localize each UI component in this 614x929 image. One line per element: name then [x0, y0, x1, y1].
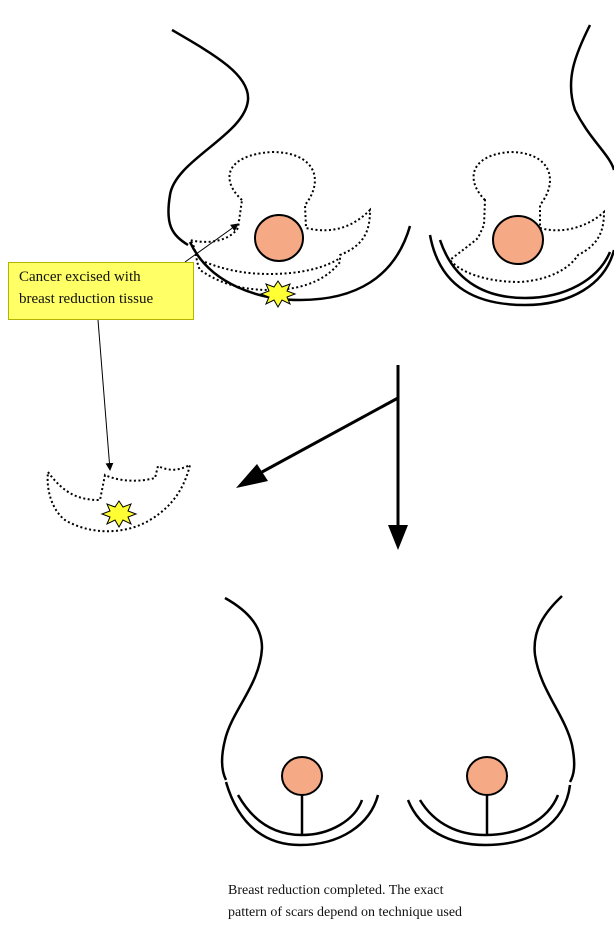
process-arrow-left-head	[236, 464, 268, 488]
tumor-starburst-excised	[102, 501, 136, 527]
bottom-left-breast	[222, 598, 378, 845]
tumor-starburst-top	[261, 281, 295, 307]
breast-outline	[571, 25, 614, 170]
breast-outline	[168, 30, 248, 245]
bottom-right-breast	[408, 596, 574, 845]
callout-arrow-to-tissue	[98, 320, 110, 470]
nipple-bottom-left	[282, 757, 322, 795]
process-arrow-down-head	[388, 525, 408, 550]
nipple-top-left	[255, 215, 303, 261]
callout-line-1: Cancer excised with	[19, 266, 183, 288]
nipple-top-right	[493, 216, 543, 264]
caption-line-2: pattern of scars depend on technique use…	[228, 902, 608, 924]
inframammary-scar	[238, 795, 362, 835]
breast-outline	[222, 598, 262, 780]
inframammary-scar	[420, 795, 558, 835]
breast-outline	[535, 596, 575, 782]
caption-line-1: Breast reduction completed. The exact	[228, 880, 608, 902]
process-arrow-left-shaft	[262, 398, 398, 472]
callout-box: Cancer excised with breast reduction tis…	[8, 262, 194, 320]
caption: Breast reduction completed. The exact pa…	[228, 880, 608, 924]
nipple-bottom-right	[467, 757, 507, 795]
callout-arrow-to-breast	[185, 224, 238, 262]
callout-line-2: breast reduction tissue	[19, 288, 183, 310]
